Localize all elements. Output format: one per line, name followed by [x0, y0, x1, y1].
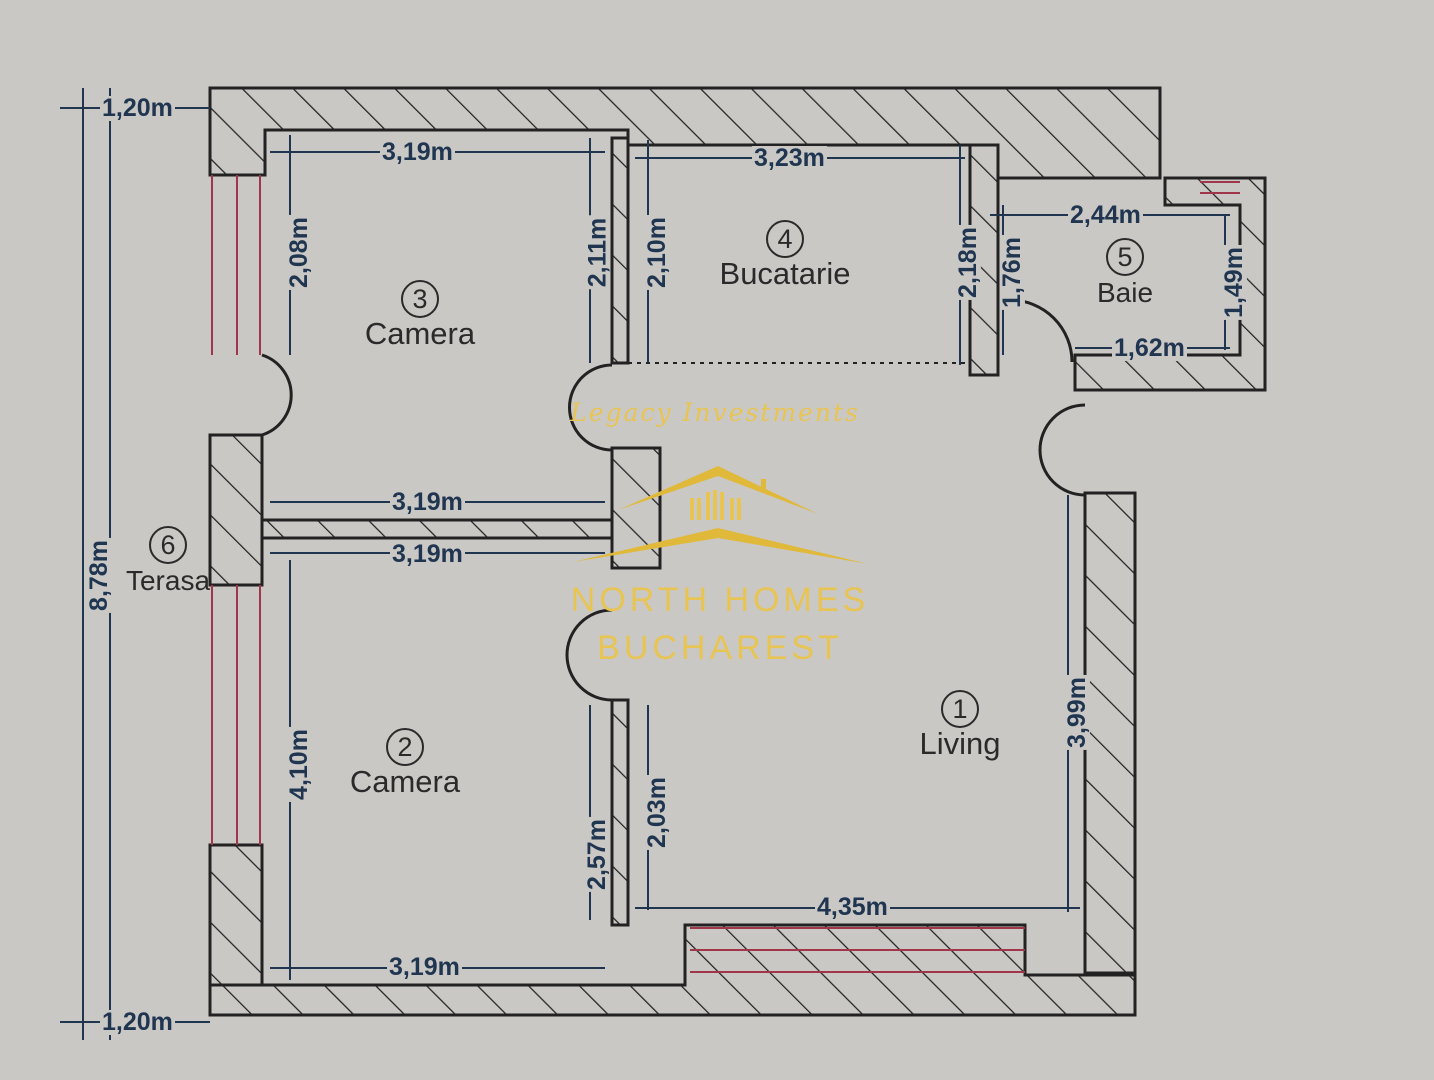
windows: [211, 175, 1240, 973]
dim-terasa-top: 1,20m: [100, 94, 175, 122]
hall-wall: [260, 518, 614, 540]
house-logo-icon: [573, 466, 868, 564]
dim-room5-height-left: 1,76m: [997, 235, 1026, 310]
dim-terasa-length: 8,78m: [84, 538, 113, 613]
watermark-title: NORTH HOMES BUCHAREST: [540, 576, 900, 672]
dim-room4-width: 3,23m: [752, 144, 827, 172]
room-number: 2: [386, 728, 424, 766]
partition-upper: [610, 136, 630, 365]
dim-room4-height-right: 2,18m: [953, 225, 982, 300]
watermark-line1: NORTH HOMES: [570, 581, 870, 619]
room-number: 5: [1106, 238, 1144, 276]
dim-living-height-left: 2,03m: [642, 775, 671, 850]
dim-room2-height-right: 2,57m: [582, 817, 611, 892]
room-name: Camera: [349, 764, 461, 799]
room-4: 4 Bucatarie: [690, 220, 880, 289]
room-6: 6 Terasa: [122, 526, 214, 595]
room-number: 1: [941, 690, 979, 728]
dim-room3-height-left: 2,08m: [284, 215, 313, 290]
room-name: Terasa: [125, 565, 211, 596]
dim-room5-width-top: 2,44m: [1068, 201, 1143, 229]
room-number: 6: [149, 526, 187, 564]
bath-wall: [1073, 176, 1267, 392]
partition-lower: [610, 698, 630, 927]
walls: [208, 86, 1267, 1017]
room-number: 3: [401, 280, 439, 318]
dim-hall-width: 3,19m: [390, 488, 465, 516]
right-wall-living: [1083, 491, 1137, 975]
dim-room2-height-left: 4,10m: [284, 727, 313, 802]
top-wall: [208, 86, 1162, 180]
dim-terasa-bottom: 1,20m: [100, 1008, 175, 1036]
room-5: 5 Baie: [1070, 238, 1180, 307]
dim-room3-height-right: 2,11m: [583, 215, 612, 290]
room-2: 2 Camera: [320, 728, 490, 797]
watermark-script: Legacy Investments: [570, 398, 860, 427]
bottom-wall: [208, 923, 1137, 1017]
dim-living-width: 4,35m: [815, 893, 890, 921]
room-name: Baie: [1096, 277, 1154, 308]
room-number: 4: [766, 220, 804, 258]
room-name: Bucatarie: [719, 256, 851, 291]
room-name: Camera: [364, 316, 476, 351]
room-1: 1 Living: [895, 690, 1025, 759]
dim-room2-width-bottom: 3,19m: [387, 953, 462, 981]
dim-living-height-right: 3,99m: [1062, 675, 1091, 750]
room-3: 3 Camera: [340, 280, 500, 349]
dim-room3-width: 3,19m: [380, 138, 455, 166]
left-wall-mid: [208, 433, 264, 587]
watermark-line2: BUCHAREST: [597, 629, 843, 667]
dim-room2-width-top: 3,19m: [390, 540, 465, 568]
dim-room5-height-right: 1,49m: [1219, 245, 1248, 320]
dim-room5-width-bottom: 1,62m: [1112, 334, 1187, 362]
room-name: Living: [919, 726, 1001, 761]
dim-room4-height-left: 2,10m: [642, 215, 671, 290]
